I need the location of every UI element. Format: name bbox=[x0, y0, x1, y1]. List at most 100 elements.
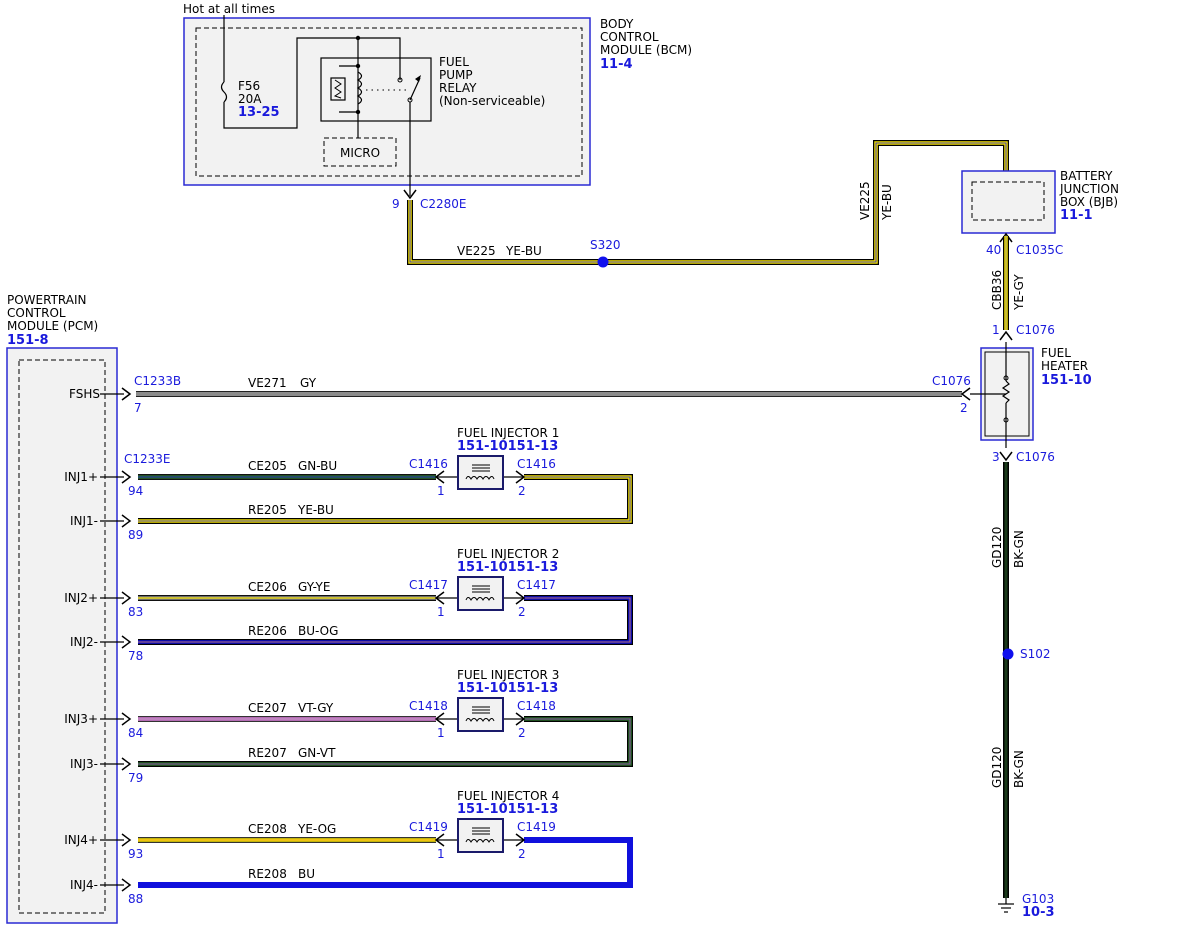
inj4-pos-pin: 93 bbox=[128, 847, 143, 861]
ce205-color-label: GN-BU bbox=[298, 459, 337, 473]
relay-name-3: RELAY bbox=[439, 81, 477, 95]
fuel-injector-1 bbox=[100, 455, 633, 528]
ve225-color-label: YE-BU bbox=[505, 244, 542, 258]
fuel-heater bbox=[970, 342, 1034, 448]
injector3-connector-right: C1418 bbox=[517, 699, 556, 713]
injector2-pin2: 2 bbox=[518, 605, 526, 619]
ce206-color-label: GY-YE bbox=[298, 580, 330, 594]
injector4-pin2: 2 bbox=[518, 847, 526, 861]
inj3-pos-label: INJ3+ bbox=[64, 712, 98, 726]
pcm-name-2: CONTROL bbox=[7, 306, 66, 320]
fuel-injector-2 bbox=[100, 576, 633, 649]
injector3-pin2: 2 bbox=[518, 726, 526, 740]
c2280e-connector-label: C2280E bbox=[420, 197, 467, 211]
inj1-pos-pin: 94 bbox=[128, 484, 143, 498]
injector1-ref-link[interactable]: 151-10151-13 bbox=[457, 439, 558, 454]
fuse-f56 bbox=[220, 15, 401, 129]
re208-circuit-label: RE208 bbox=[248, 867, 287, 881]
injector3-title: FUEL INJECTOR 3 bbox=[457, 668, 559, 682]
injector4-connector-right: C1419 bbox=[517, 820, 556, 834]
splice-s102[interactable] bbox=[1002, 648, 1014, 660]
pcm-name-1: POWERTRAIN bbox=[7, 293, 87, 307]
ve271-circuit-label: VE271 bbox=[248, 376, 287, 390]
injector1-pin1: 1 bbox=[437, 484, 445, 498]
hot-at-all-times-label: Hot at all times bbox=[183, 2, 275, 16]
inj2-pos-pin: 83 bbox=[128, 605, 143, 619]
ce208-color-label: YE-OG bbox=[297, 822, 336, 836]
re207-circuit-label: RE207 bbox=[248, 746, 287, 760]
splice-s320[interactable] bbox=[597, 256, 609, 268]
inj1-neg-label: INJ1- bbox=[70, 514, 98, 528]
heater-ref-link[interactable]: 151-10 bbox=[1041, 373, 1092, 388]
cbb36-circuit-label: CBB36 bbox=[990, 270, 1004, 310]
inj4-neg-pin: 88 bbox=[128, 892, 143, 906]
relay-name-1: FUEL bbox=[439, 55, 469, 69]
inj1-pos-label: INJ1+ bbox=[64, 470, 98, 484]
s102-label: S102 bbox=[1020, 647, 1051, 661]
injector1-connector-left: C1416 bbox=[409, 457, 448, 471]
re205-color-label: YE-BU bbox=[297, 503, 334, 517]
heater-pin3: 3 bbox=[992, 450, 1000, 464]
ce206-circuit-label: CE206 bbox=[248, 580, 287, 594]
injector4-ref-link[interactable]: 151-10151-13 bbox=[457, 802, 558, 817]
ve225-color-label-vertical: YE-BU bbox=[880, 184, 894, 221]
relay-name-2: PUMP bbox=[439, 68, 473, 82]
s320-label: S320 bbox=[590, 238, 621, 252]
heater-name-2: HEATER bbox=[1041, 359, 1088, 373]
injector2-title: FUEL INJECTOR 2 bbox=[457, 547, 559, 561]
injector4-connector-left: C1419 bbox=[409, 820, 448, 834]
injector2-pin1: 1 bbox=[437, 605, 445, 619]
heater-pin1: 1 bbox=[992, 323, 1000, 337]
relay-name-4: (Non-serviceable) bbox=[439, 94, 545, 108]
ground-icon bbox=[998, 898, 1014, 913]
injector2-connector-right: C1417 bbox=[517, 578, 556, 592]
fuse-ref-link[interactable]: 13-25 bbox=[238, 105, 280, 120]
bcm-name-3: MODULE (BCM) bbox=[600, 43, 692, 57]
re206-circuit-label: RE206 bbox=[248, 624, 287, 638]
ce205-circuit-label: CE205 bbox=[248, 459, 287, 473]
inj4-neg-label: INJ4- bbox=[70, 878, 98, 892]
c1233e-connector-label: C1233E bbox=[124, 452, 171, 466]
heater-name-1: FUEL bbox=[1041, 346, 1071, 360]
ve271-color-label: GY bbox=[300, 376, 317, 390]
ground-g103-label: G103 bbox=[1022, 892, 1054, 906]
injector3-pin1: 1 bbox=[437, 726, 445, 740]
fuse-rating: 20A bbox=[238, 92, 262, 106]
inj4-pos-label: INJ4+ bbox=[64, 833, 98, 847]
ve225-circuit-label-vertical: VE225 bbox=[858, 181, 872, 220]
injector3-ref-link[interactable]: 151-10151-13 bbox=[457, 681, 558, 696]
wire-ve225[interactable] bbox=[407, 140, 1009, 265]
inj2-neg-label: INJ2- bbox=[70, 635, 98, 649]
re206-color-label: BU-OG bbox=[298, 624, 338, 638]
inj3-pos-pin: 84 bbox=[128, 726, 143, 740]
heater-pin2-connector-label: C1076 bbox=[932, 374, 971, 388]
pcm-pin-fshs: FSHS bbox=[69, 387, 100, 401]
pcm-ref-link[interactable]: 151-8 bbox=[7, 333, 49, 348]
c1076-pin2-connector-symbol bbox=[960, 387, 971, 401]
gd120-circuit-label-upper: GD120 bbox=[990, 527, 1004, 568]
fuel-injector-3 bbox=[100, 697, 633, 771]
bjb-module bbox=[961, 170, 1056, 234]
bjb-ref-link[interactable]: 11-1 bbox=[1060, 208, 1093, 223]
injector2-ref-link[interactable]: 151-10151-13 bbox=[457, 560, 558, 575]
injector1-title: FUEL INJECTOR 1 bbox=[457, 426, 559, 440]
injector4-title: FUEL INJECTOR 4 bbox=[457, 789, 559, 803]
ce207-color-label: VT-GY bbox=[298, 701, 334, 715]
ce207-circuit-label: CE207 bbox=[248, 701, 287, 715]
c1233b-connector-label: C1233B bbox=[134, 374, 181, 388]
bcm-ref-link[interactable]: 11-4 bbox=[600, 57, 633, 72]
inj2-neg-pin: 78 bbox=[128, 649, 143, 663]
fuel-injector-4 bbox=[100, 818, 633, 892]
injector1-connector-right: C1416 bbox=[517, 457, 556, 471]
injector3-connector-left: C1418 bbox=[409, 699, 448, 713]
injector4-pin1: 1 bbox=[437, 847, 445, 861]
pcm-module bbox=[6, 347, 118, 924]
fuse-name: F56 bbox=[238, 79, 260, 93]
injector1-pin2: 2 bbox=[518, 484, 526, 498]
inj3-neg-pin: 79 bbox=[128, 771, 143, 785]
c1076-pin3-connector-symbol bbox=[999, 451, 1013, 462]
fuel-pump-relay bbox=[320, 35, 432, 196]
heater-pin3-connector-label: C1076 bbox=[1016, 450, 1055, 464]
ground-ref-link[interactable]: 10-3 bbox=[1022, 905, 1055, 920]
